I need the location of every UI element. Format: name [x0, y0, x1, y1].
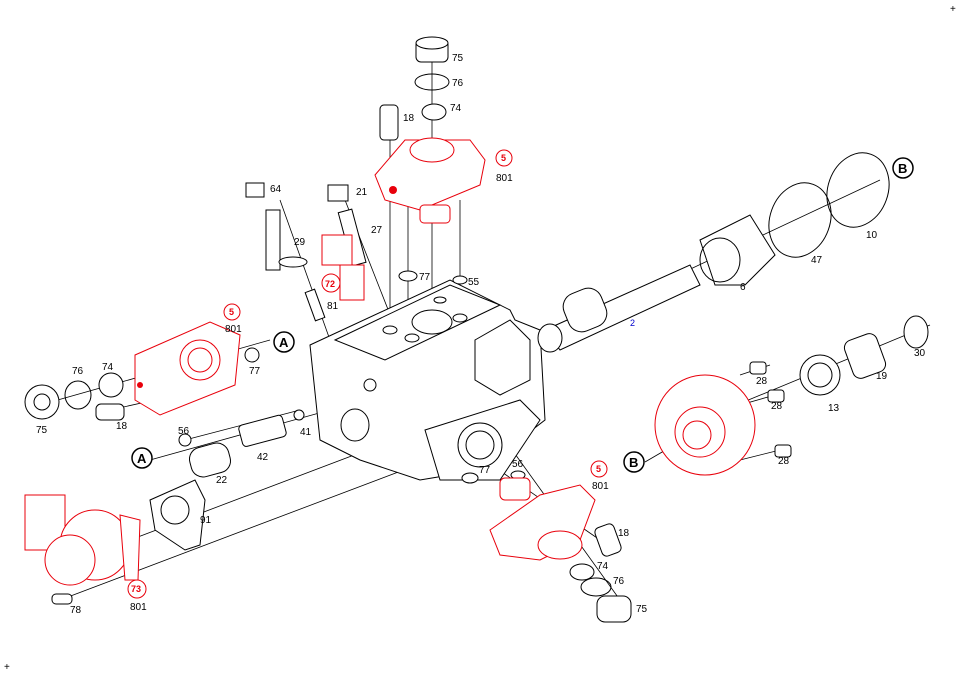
label-30: 30	[914, 348, 926, 359]
label-75: 75	[636, 604, 648, 615]
label-47: 47	[811, 255, 823, 266]
label-77: 77	[249, 366, 261, 377]
label-76: 76	[452, 78, 464, 89]
label-74: 74	[450, 103, 462, 114]
label-27: 27	[371, 225, 383, 236]
label-A: A	[137, 451, 147, 466]
label-76: 76	[613, 576, 625, 587]
label-81: 81	[327, 301, 339, 312]
label-5: 5	[596, 464, 601, 474]
label-76: 76	[72, 366, 84, 377]
label-A: A	[279, 335, 289, 350]
callout-badges	[127, 149, 914, 599]
label-6: 6	[740, 282, 746, 293]
part-labels: 75 76 74 18 5 801 B 10 47 6 64 29 21 27 …	[36, 53, 926, 616]
label-74: 74	[102, 362, 114, 373]
label-41: 41	[300, 427, 312, 438]
label-13: 13	[828, 403, 840, 414]
label-5: 5	[229, 307, 234, 317]
label-75: 75	[452, 53, 464, 64]
label-91: 91	[200, 515, 212, 526]
label-77: 77	[479, 465, 491, 476]
label-801: 801	[225, 324, 242, 335]
label-21: 21	[356, 187, 368, 198]
label-72: 72	[325, 279, 335, 289]
label-55: 55	[468, 277, 480, 288]
label-78: 78	[70, 605, 82, 616]
label-28: 28	[771, 401, 783, 412]
pump-housing	[309, 279, 546, 481]
corner-mark: +	[4, 662, 10, 673]
label-801: 801	[592, 481, 609, 492]
label-28: 28	[778, 456, 790, 467]
label-18: 18	[618, 528, 630, 539]
label-22: 22	[216, 475, 228, 486]
label-18: 18	[403, 113, 415, 124]
label-B: B	[629, 455, 638, 470]
inlet-valve-parts	[245, 182, 468, 322]
corner-mark: +	[950, 4, 956, 15]
label-801: 801	[130, 602, 147, 613]
label-19: 19	[876, 371, 888, 382]
label-801: 801	[496, 173, 513, 184]
label-42: 42	[257, 452, 269, 463]
label-2: 2	[630, 318, 635, 328]
bottom-outlet-assembly	[461, 470, 632, 623]
metering-unit	[24, 494, 141, 605]
label-10: 10	[866, 230, 878, 241]
label-18: 18	[116, 421, 128, 432]
label-77: 77	[419, 272, 431, 283]
label-28: 28	[756, 376, 768, 387]
top-outlet-assembly	[374, 36, 486, 224]
connector-parts	[149, 409, 305, 551]
label-B: B	[898, 161, 907, 176]
label-75: 75	[36, 425, 48, 436]
left-outlet-assembly	[24, 321, 260, 421]
label-29: 29	[294, 237, 306, 248]
label-56: 56	[178, 426, 190, 437]
label-64: 64	[270, 184, 282, 195]
label-5: 5	[501, 153, 506, 163]
label-73: 73	[131, 584, 141, 594]
drive-shaft-group	[537, 152, 929, 476]
label-74: 74	[597, 561, 609, 572]
label-56: 56	[512, 459, 524, 470]
